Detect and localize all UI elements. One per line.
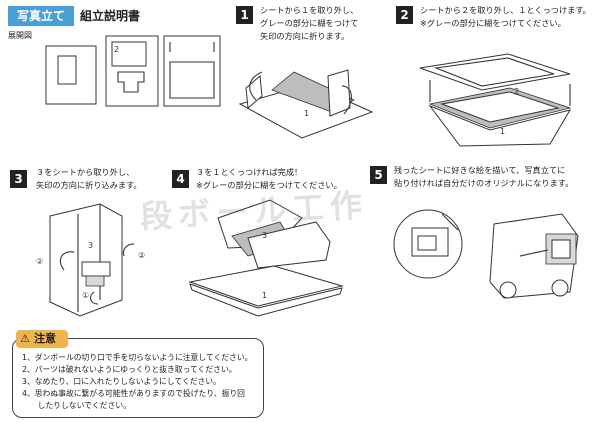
caution-item: 2、パーツは破れないようにゆっくりと抜き取ってください。 [22,365,237,374]
step-4-label-3: 3 [262,231,267,240]
step-2-text: シートから２を取り外し、１とくっつけます。 ※グレーの部分に糊をつけてください。 [420,5,591,28]
caution-label: 注意 [34,332,56,345]
step-3-number: 3 [10,170,27,188]
caution-list: 1、ダンボールの切り口で手を切らないように注意してください。 2、パーツは破れな… [22,352,260,412]
step-1-number: 1 [236,6,253,24]
caution-item: 4、思わぬ事故に繋がる可能性がありますので投げたり、振り回 [22,389,245,398]
step-1-text: シートから１を取り外し、 グレーの部分に糊をつけて 矢印の方向に折ります。 [260,5,359,41]
step-2-diagram: 2 1 [419,53,572,147]
step-4-label-1: 1 [262,291,267,300]
step-5-text: 残ったシートに好きな絵を描いて、写真立てに 貼り付ければ自分だけのオリジナルにな… [394,165,574,188]
step-4-text: ３を１とくっつければ完成！ ※グレーの部分に糊をつけてください。 [196,167,342,190]
step-3-label-3: 3 [88,241,93,250]
layout-part2-label: 2 [114,45,119,54]
step-1-diagram: 1 [238,69,374,139]
step-2-number: 2 [396,6,413,24]
caution-box [12,338,264,418]
warning-icon: ⚠ [20,332,30,345]
step-4-diagram: 3 1 [188,199,344,317]
step-1-label-1: 1 [304,109,309,118]
step-3-diagram: 3 ② ② ① [36,203,145,317]
step-2-label-1: 1 [500,127,505,136]
step-3-text: ３をシートから取り外し、 矢印の方向に折り込みます。 [36,167,142,190]
caution-badge: ⚠ 注意 [16,330,68,348]
step-2-label-2: 2 [514,87,519,96]
title-badge: 写真立て [8,6,74,26]
page-title: 組立説明書 [80,9,141,23]
step-3-label-2b: ② [138,251,145,260]
step-3-label-2a: ② [36,257,43,266]
caution-item: 3、なめたり、口に入れたりしないようにしてください。 [22,377,221,386]
caution-item: 1、ダンボールの切り口で手を切らないように注意してください。 [22,353,253,362]
step-5-diagram [393,209,579,299]
layout-diagram: 2 [45,35,221,107]
layout-subtitle: 展開図 [8,31,32,40]
step-3-label-1: ① [82,291,89,300]
step-5-number: 5 [370,166,387,184]
caution-item: したりしないでください。 [22,401,131,410]
step-4-number: 4 [172,170,189,188]
